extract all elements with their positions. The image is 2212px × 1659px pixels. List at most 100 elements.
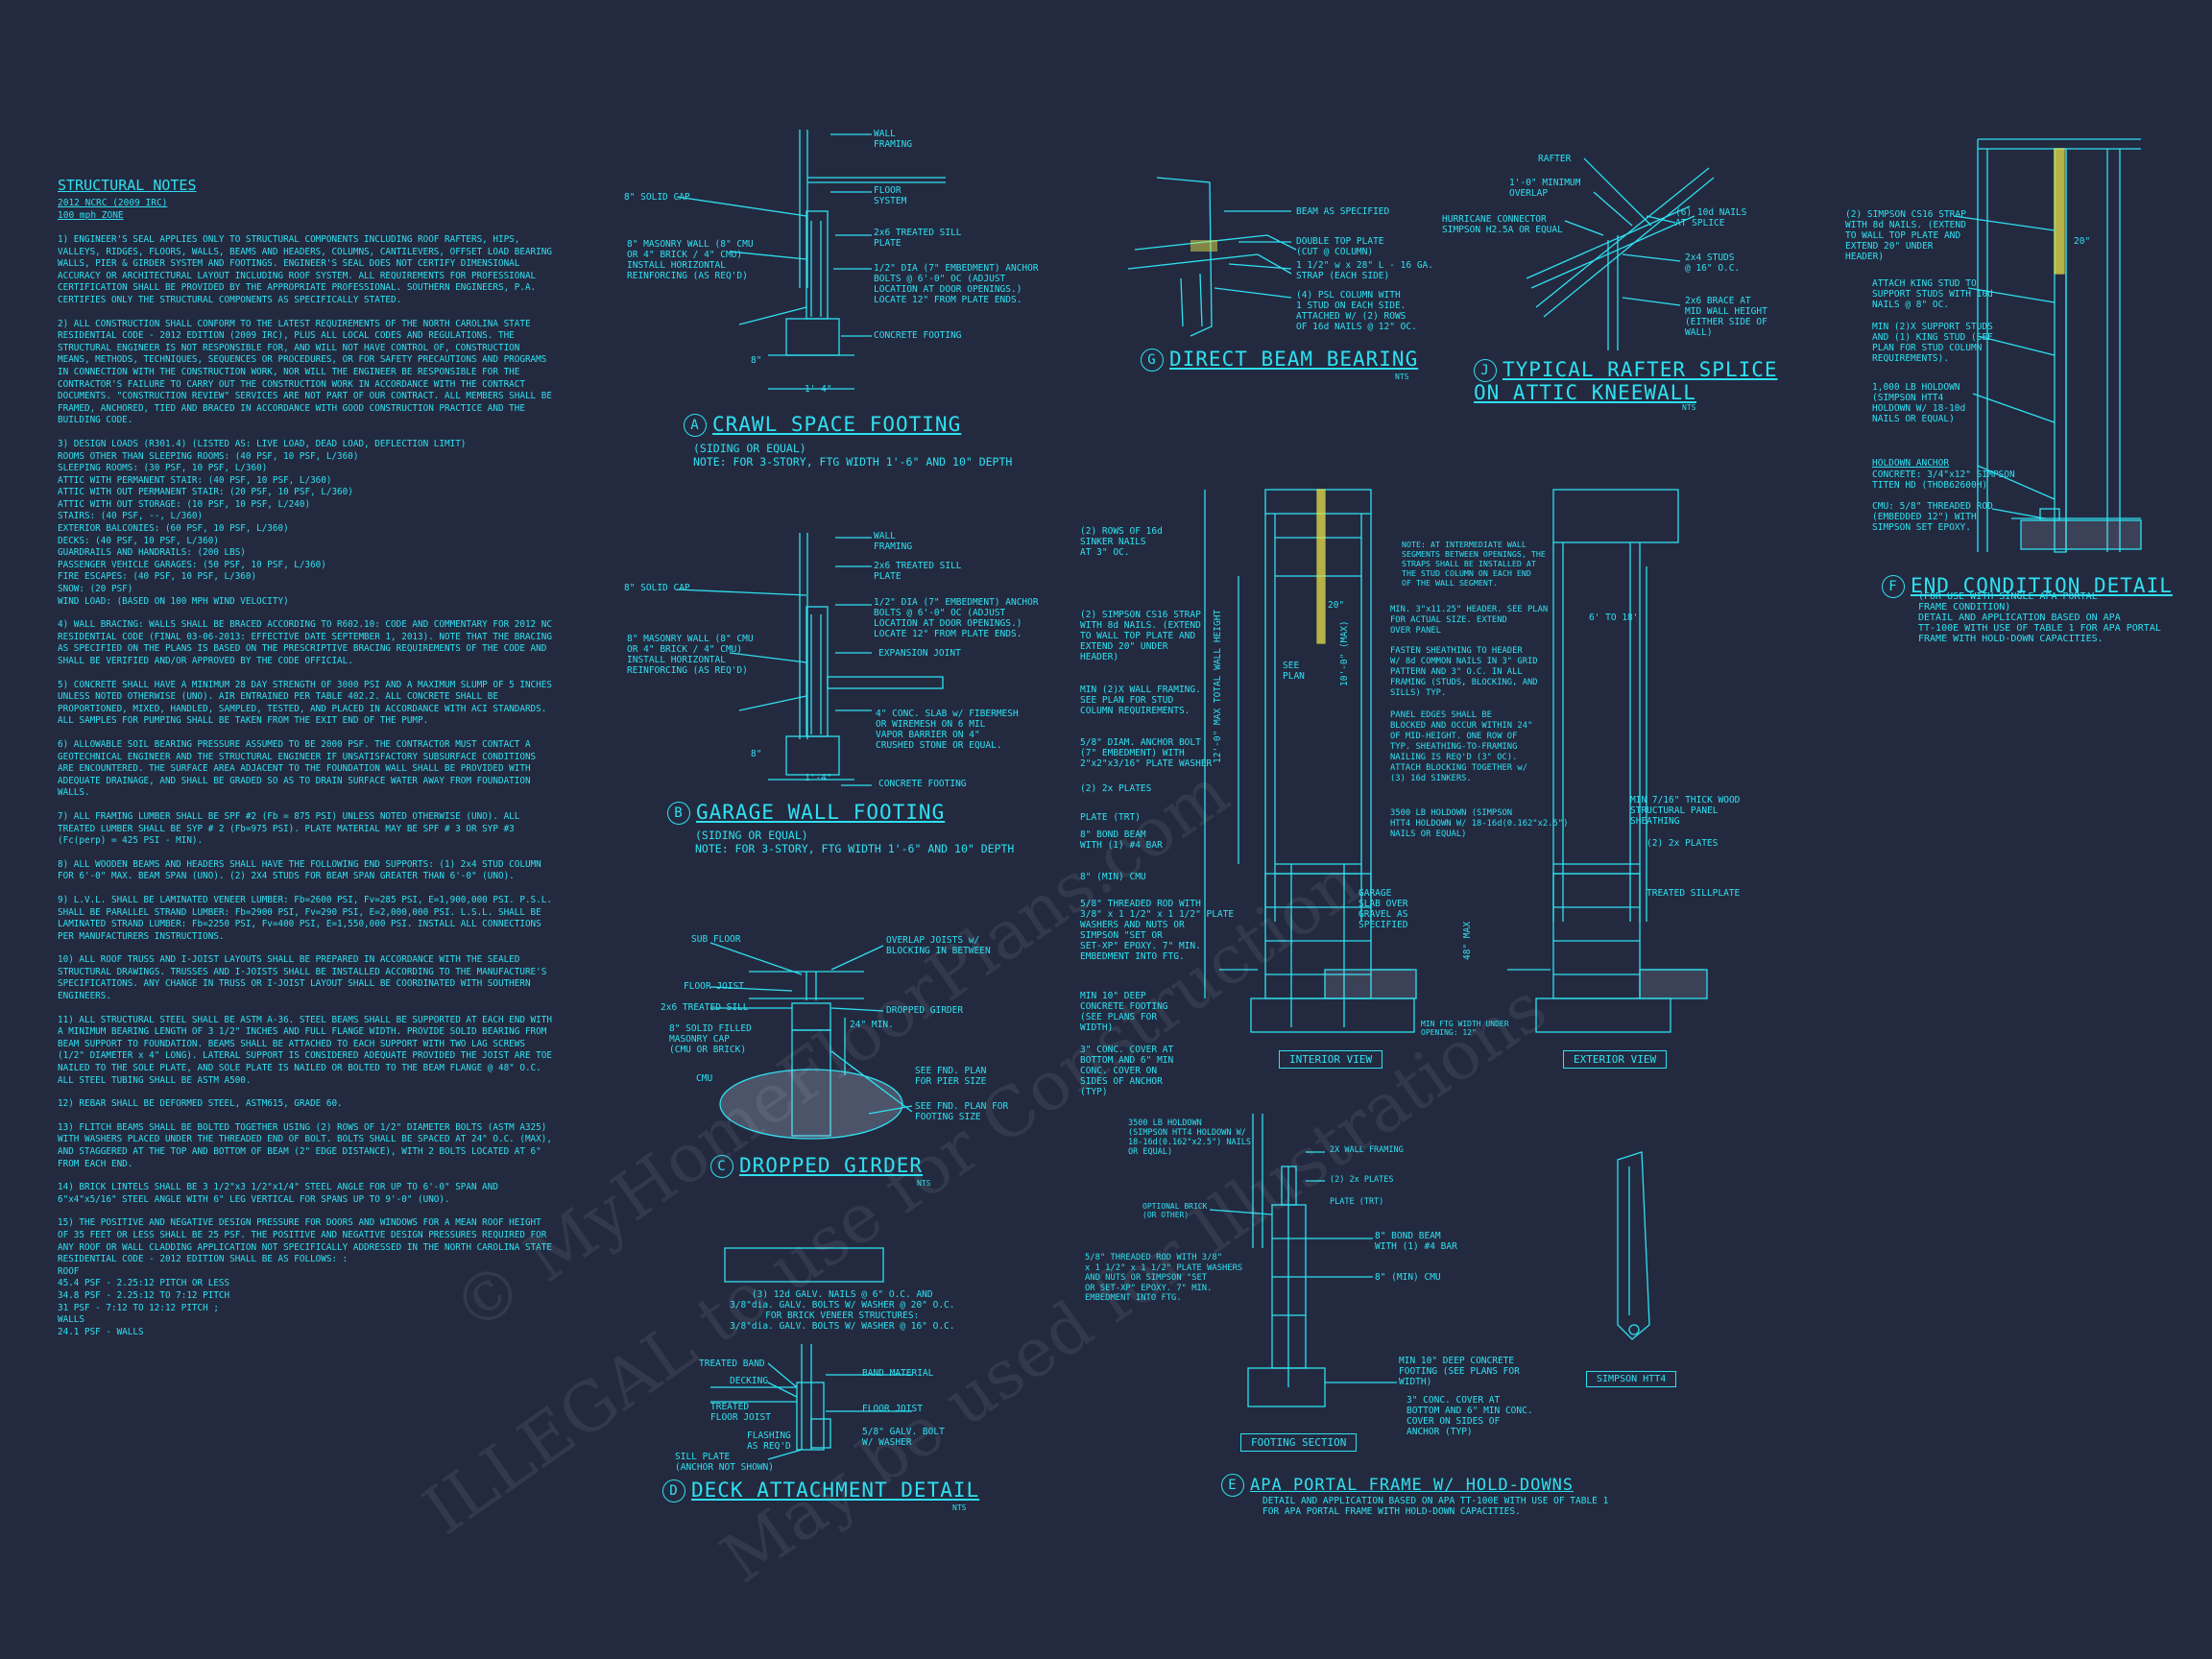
detail-e-interior-drawing bbox=[1204, 489, 1417, 1033]
detail-e-label-5: PLATE (TRT) bbox=[1330, 1197, 1384, 1207]
detail-e-label-3: (2) 2x PLATES bbox=[1330, 1175, 1394, 1185]
detail-a-subtitle: (SIDING OR EQUAL) NOTE: FOR 3-STORY, FTG… bbox=[693, 442, 1013, 469]
detail-d-label-4: TREATED FLOOR JOIST bbox=[710, 1402, 771, 1423]
detail-d-drawing bbox=[710, 1247, 912, 1460]
detail-j-label-4: (6) 10d NAILS AT SPLICE bbox=[1675, 207, 1747, 228]
detail-e-int-label-13: MIN. 3"x11.25" HEADER. SEE PLAN FOR ACTU… bbox=[1390, 605, 1549, 636]
detail-e-int-label-7: 8" BOND BEAM WITH (1) #4 BAR bbox=[1080, 830, 1163, 851]
detail-a-label-2: FLOOR SYSTEM bbox=[874, 185, 907, 206]
detail-d-label-7: 5/8" GALV. BOLT W/ WASHER bbox=[862, 1427, 945, 1448]
detail-a-drawing bbox=[676, 130, 946, 390]
note-paragraph: 8) ALL WOODEN BEAMS AND HEADERS SHALL HA… bbox=[58, 858, 547, 882]
detail-b-label-3: 8" SOLID CAP bbox=[624, 583, 690, 593]
detail-d-nailing-note: (3) 12d GALV. NAILS @ 6" O.C. AND 3/8"di… bbox=[730, 1289, 955, 1332]
detail-j-label-2: 1'-0" MINIMUM OVERLAP bbox=[1509, 178, 1581, 199]
detail-e-ext-label-2: MIN 7/16" THICK WOOD STRUCTURAL PANEL SH… bbox=[1630, 795, 1741, 827]
detail-b-label-10: 8" bbox=[751, 749, 762, 759]
detail-f-label-4: 1,000 LB HOLDOWN (SIMPSON HTT4 HOLDOWN W… bbox=[1872, 382, 1966, 424]
detail-e-int-label-9: 5/8" THREADED ROD WITH 3/8" x 1 1/2" x 1… bbox=[1080, 899, 1235, 962]
detail-e-label-8: 8" (MIN) CMU bbox=[1375, 1272, 1441, 1283]
detail-e-int-label-12: NOTE: AT INTERMEDIATE WALL SEGMENTS BETW… bbox=[1402, 540, 1546, 588]
detail-b-label-5: 8" MASONRY WALL (8" CMU OR 4" BRICK / 4"… bbox=[627, 634, 754, 676]
detail-f-label-6: CONCRETE: 3/4"x12" SIMPSON TITEN HD (THD… bbox=[1872, 469, 2015, 491]
detail-d-label-8: SILL PLATE (ANCHOR NOT SHOWN) bbox=[675, 1452, 774, 1473]
detail-e-interior-view-label: INTERIOR VIEW bbox=[1279, 1050, 1383, 1069]
detail-e-exterior-view-label: EXTERIOR VIEW bbox=[1563, 1050, 1668, 1069]
detail-c-label-9: SEE FND. PLAN FOR FOOTING SIZE bbox=[915, 1101, 1009, 1122]
detail-f-label-3: MIN (2)X SUPPORT STUDS AND (1) KING STUD… bbox=[1872, 322, 1993, 364]
note-paragraph: 6) ALLOWABLE SOIL BEARING PRESSURE ASSUM… bbox=[58, 738, 541, 799]
detail-e-int-label-21: 12'-0" MAX TOTAL WALL HEIGHT bbox=[1213, 609, 1223, 763]
detail-d-label-5: FLOOR JOIST bbox=[862, 1404, 923, 1414]
note-paragraph: 4) WALL BRACING: WALLS SHALL BE BRACED A… bbox=[58, 619, 558, 666]
detail-e-int-label-20: 10'-0" (MAX) bbox=[1339, 620, 1350, 686]
detail-b-label-9: 1'-4" bbox=[805, 773, 832, 783]
detail-b-drawing bbox=[676, 533, 944, 786]
detail-e-label-7: 8" BOND BEAM WITH (1) #4 BAR bbox=[1375, 1231, 1457, 1252]
note-paragraph: 14) BRICK LINTELS SHALL BE 3 1/2"x3 1/2"… bbox=[58, 1182, 504, 1205]
detail-g-label-2: DOUBLE TOP PLATE (CUT @ COLUMN) bbox=[1296, 236, 1384, 257]
detail-e-int-label-5: (2) 2x PLATES bbox=[1080, 783, 1152, 794]
detail-j-label-1: RAFTER bbox=[1538, 154, 1572, 164]
detail-e-int-label-11: 3" CONC. COVER AT BOTTOM AND 6" MIN CONC… bbox=[1080, 1045, 1174, 1097]
detail-e-int-label-15: PANEL EDGES SHALL BE BLOCKED AND OCCUR W… bbox=[1390, 710, 1533, 783]
detail-b-label-8: CONCRETE FOOTING bbox=[878, 779, 967, 789]
note-paragraph: 15) THE POSITIVE AND NEGATIVE DESIGN PRE… bbox=[58, 1217, 552, 1337]
detail-e-int-label-8: 8" (MIN) CMU bbox=[1080, 872, 1146, 882]
detail-b-subtitle: (SIDING OR EQUAL) NOTE: FOR 3-STORY, FTG… bbox=[695, 829, 1015, 855]
detail-j-label-5: 2x4 STUDS @ 16" O.C. bbox=[1685, 252, 1741, 274]
detail-b-label-4: 1/2" DIA (7" EMBEDMENT) ANCHOR BOLTS @ 6… bbox=[874, 597, 1039, 639]
detail-g-label-1: BEAM AS SPECIFIED bbox=[1296, 206, 1390, 217]
detail-j-drawing bbox=[1526, 157, 1715, 350]
detail-e-int-label-1: (2) ROWS OF 16d SINKER NAILS AT 3" OC. bbox=[1080, 526, 1163, 558]
detail-e-ext-label-4: TREATED SILLPLATE bbox=[1647, 888, 1741, 899]
detail-e-label-6: 5/8" THREADED ROD WITH 3/8" x 1 1/2" x 1… bbox=[1085, 1253, 1243, 1303]
detail-e-int-label-2: (2) SIMPSON CS16 STRAP WITH 8d NAILS. (E… bbox=[1080, 610, 1201, 662]
detail-c-label-3: FLOOR JOIST bbox=[684, 981, 744, 992]
detail-g-label-4: (4) PSL COLUMN WITH 1 STUD ON EACH SIDE.… bbox=[1296, 290, 1417, 332]
detail-f-label-7: CMU: 5/8" THREADED ROD (EMBEDDED 12") WI… bbox=[1872, 501, 1993, 533]
detail-d-label-3: BAND MATERIAL bbox=[862, 1368, 934, 1379]
detail-e-int-label-17: GARAGE SLAB OVER GRAVEL AS SPECIFIED bbox=[1358, 888, 1408, 930]
detail-e-int-label-10: MIN 10" DEEP CONCRETE FOOTING (SEE PLANS… bbox=[1080, 991, 1168, 1033]
notes-body: 1) ENGINEER'S SEAL APPLIES ONLY TO STRUC… bbox=[58, 234, 557, 1350]
detail-e-int-label-3: MIN (2)X WALL FRAMING. SEE PLAN FOR STUD… bbox=[1080, 685, 1201, 716]
detail-e-footing-section-drawing bbox=[1209, 1114, 1397, 1407]
detail-c-nts: NTS bbox=[917, 1179, 931, 1188]
note-paragraph: 11) ALL STRUCTURAL STEEL SHALL BE ASTM A… bbox=[58, 1014, 558, 1086]
detail-c-label-8: SEE FND. PLAN FOR PIER SIZE bbox=[915, 1066, 987, 1087]
detail-e-label-1: 3500 LB HOLDOWN (SIMPSON HTT4 HOLDOWN W/… bbox=[1128, 1118, 1251, 1157]
note-paragraph: 9) L.V.L. SHALL BE LAMINATED VENEER LUMB… bbox=[58, 894, 558, 942]
detail-f-drawing bbox=[1953, 138, 2142, 553]
detail-g-drawing bbox=[1127, 177, 1297, 337]
note-paragraph: 13) FLITCH BEAMS SHALL BE BOLTED TOGETHE… bbox=[58, 1121, 558, 1169]
detail-c-drawing bbox=[709, 942, 913, 1140]
notes-wind-zone: 100 mph ZONE bbox=[58, 210, 124, 221]
simpson-htt4-drawing bbox=[1617, 1151, 1650, 1340]
detail-a-label-3: 8" SOLID CAP bbox=[624, 192, 690, 203]
detail-c-label-5: DROPPED GIRDER bbox=[886, 1005, 964, 1016]
detail-f-label-5: HOLDOWN ANCHOR bbox=[1872, 458, 1950, 469]
detail-j-label-6: 2x6 BRACE AT MID WALL HEIGHT (EITHER SID… bbox=[1685, 296, 1767, 338]
detail-e-int-label-16: 3500 LB HOLDOWN (SIMPSON HTT4 HOLDOWN W/… bbox=[1390, 808, 1569, 839]
detail-e-int-label-14: FASTEN SHEATHING TO HEADER W/ 8d COMMON … bbox=[1390, 646, 1538, 698]
detail-j-nts: NTS bbox=[1682, 403, 1696, 412]
detail-f-label-8: 20" bbox=[2074, 236, 2091, 247]
detail-b-label-7: 4" CONC. SLAB w/ FIBERMESH OR WIREMESH O… bbox=[876, 709, 1019, 751]
detail-g-label-3: 1 1/2" w x 28" L - 16 GA. STRAP (EACH SI… bbox=[1296, 260, 1433, 281]
detail-e-int-label-22: 48" MAX bbox=[1462, 921, 1473, 960]
detail-c-label-10: 24" MIN. bbox=[850, 1020, 894, 1030]
detail-e-footing-section-label: FOOTING SECTION bbox=[1240, 1433, 1358, 1452]
detail-b-label-2: 2x6 TREATED SILL PLATE bbox=[874, 561, 962, 582]
note-paragraph: 2) ALL CONSTRUCTION SHALL CONFORM TO THE… bbox=[58, 318, 558, 426]
detail-f-label-2: ATTACH KING STUD TO SUPPORT STUDS WITH 1… bbox=[1872, 278, 1993, 310]
note-paragraph: 5) CONCRETE SHALL HAVE A MINIMUM 28 DAY … bbox=[58, 679, 558, 727]
